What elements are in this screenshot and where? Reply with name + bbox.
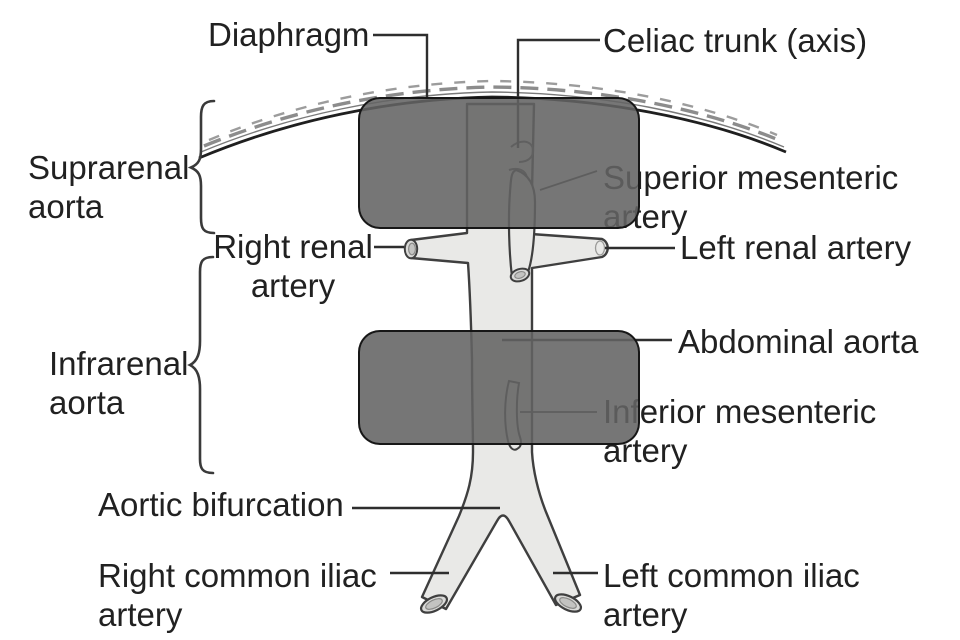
label-left-renal-artery: Left renal artery [680, 229, 912, 266]
label-right-common-iliac-artery: Right common iliac artery [98, 557, 377, 633]
diaphragm-leader-line [373, 33, 429, 98]
infrarenal-brace [187, 255, 215, 475]
label-aortic-bifurcation: Aortic bifurcation [98, 486, 344, 523]
label-inferior-mesenteric-artery: Inferior mesenteric artery [603, 393, 877, 469]
label-suprarenal-aorta: Suprarenal aorta [28, 149, 190, 225]
label-left-common-iliac-artery: Left common iliac artery [603, 557, 860, 633]
right-renal-cut-end [403, 238, 419, 260]
label-abdominal-aorta: Abdominal aorta [678, 323, 919, 360]
left-renal-cut-end [594, 240, 606, 256]
label-diaphragm: Diaphragm [208, 16, 370, 53]
suprarenal-region-cover[interactable] [358, 97, 640, 229]
label-right-renal-artery: Right renal artery [213, 228, 373, 304]
infrarenal-region-cover[interactable] [358, 330, 640, 445]
left-iliac-cut-end [553, 593, 583, 613]
right-iliac-cut-end [419, 594, 449, 614]
label-superior-mesenteric-artery: Superior mesenteric artery [603, 159, 899, 235]
suprarenal-brace [187, 99, 216, 235]
label-infrarenal-aorta: Infrarenal aorta [49, 345, 189, 421]
label-celiac-trunk: Celiac trunk (axis) [603, 22, 868, 59]
superior-mesenteric-cut-end [509, 267, 531, 283]
